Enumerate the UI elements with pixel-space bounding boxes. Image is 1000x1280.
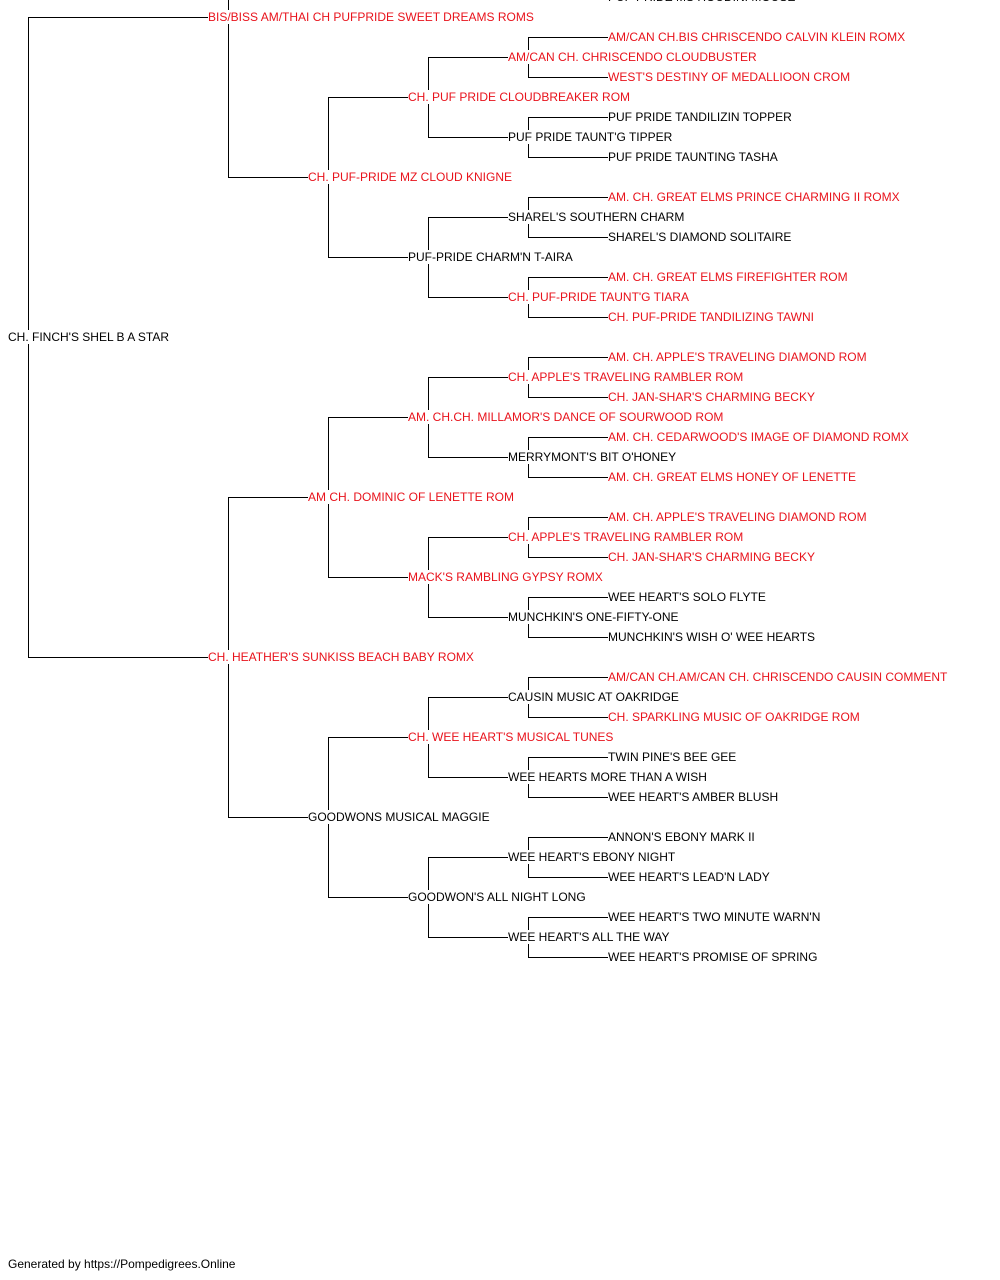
connector-dam [528,877,608,878]
connector-sire [528,837,608,838]
sire-name-gen5: WEE HEART'S TWO MINUTE WARN'N [608,910,822,924]
connector-sire [528,917,608,918]
dam-name-gen5: AM. CH. GREAT ELMS HONEY OF LENETTE [608,470,858,484]
connector-dam [528,77,608,78]
connector-sire [428,217,508,218]
dam-name-gen5: WEE HEART'S AMBER BLUSH [608,790,780,804]
connector-sire [528,277,608,278]
subject-dog-name: CH. FINCH'S SHEL B A STAR [8,330,170,344]
dam-name-gen4: MERRYMONT'S BIT O'HONEY [508,450,678,464]
sire-name-gen5: AM. CH. GREAT ELMS PRINCE CHARMING II RO… [608,190,901,204]
sire-name-gen4: WEE HEART'S EBONY NIGHT [508,850,677,864]
connector-vertical [228,0,229,178]
sire-name-gen3: CH. PUF PRIDE CLOUDBREAKER ROM [408,90,632,104]
sire-name-gen4: CH. APPLE'S TRAVELING RAMBLER ROM [508,370,745,384]
sire-name-gen5: AM. CH. APPLE'S TRAVELING DIAMOND ROM [608,510,868,524]
sire-name-gen3: CH. WEE HEART'S MUSICAL TUNES [408,730,615,744]
dam-name-gen4: WEE HEART'S ALL THE WAY [508,930,671,944]
sire-name-gen5: PUF PRIDE TANDILIZIN TOPPER [608,110,793,124]
connector-dam [528,957,608,958]
dam-name-gen4: PUF PRIDE TAUNT'G TIPPER [508,130,674,144]
dam-name-gen3: PUF-PRIDE CHARM'N T-AIRA [408,250,574,264]
sire-name-gen4: CAUSIN MUSIC AT OAKRIDGE [508,690,680,704]
dam-name-gen4: CH. PUF-PRIDE TAUNT'G TIARA [508,290,690,304]
sire-name-gen5: AM. CH. GREAT ELMS FIREFIGHTER ROM [608,270,849,284]
connector-sire [428,857,508,858]
connector-dam [528,717,608,718]
connector-dam [528,157,608,158]
connector-sire [328,737,408,738]
connector-dam [528,237,608,238]
sire-name-gen5: AM/CAN CH.BIS CHRISCENDO CALVIN KLEIN RO… [608,30,907,44]
connector-dam [428,137,508,138]
dam-name-gen5: SHAREL'S DIAMOND SOLITAIRE [608,230,793,244]
dam-name-gen3: GOODWON'S ALL NIGHT LONG [408,890,587,904]
sire-name-gen2: AM CH. DOMINIC OF LENETTE ROM [308,490,516,504]
connector-dam [428,777,508,778]
connector-sire [228,497,308,498]
connector-dam [28,657,208,658]
sire-name-gen5: TWIN PINE'S BEE GEE [608,750,738,764]
dam-name-gen5: WEE HEART'S LEAD'N LADY [608,870,771,884]
connector-dam [428,617,508,618]
connector-sire [28,17,208,18]
connector-sire [328,97,408,98]
connector-sire [528,437,608,438]
connector-sire [428,537,508,538]
dam-name-gen2: CH. PUF-PRIDE MZ CLOUD KNIGNE [308,170,514,184]
connector-dam [428,457,508,458]
connector-dam [228,177,308,178]
dam-name-gen5: WEE HEART'S PROMISE OF SPRING [608,950,819,964]
footer-credit: Generated by https://Pompedigrees.Online [8,1257,236,1271]
connector-dam [528,637,608,638]
sire-name-gen5: AM/CAN CH.AM/CAN CH. CHRISCENDO CAUSIN C… [608,670,949,684]
connector-dam [228,817,308,818]
connector-dam [528,317,608,318]
connector-dam [328,577,408,578]
dam-name-gen5: CH. PUF-PRIDE TANDILIZING TAWNI [608,310,816,324]
connector-dam [428,937,508,938]
sire-name-gen4: SHAREL'S SOUTHERN CHARM [508,210,686,224]
connector-sire [428,377,508,378]
connector-sire [528,117,608,118]
connector-sire [528,517,608,518]
connector-dam [328,897,408,898]
connector-sire [528,677,608,678]
sire-name-gen1: BIS/BISS AM/THAI CH PUFPRIDE SWEET DREAM… [208,10,535,24]
dam-name-gen5: CH. JAN-SHAR'S CHARMING BECKY [608,390,816,404]
dam-name-gen2: GOODWONS MUSICAL MAGGIE [308,810,491,824]
connector-dam [528,557,608,558]
sire-name-gen4: AM/CAN CH. CHRISCENDO CLOUDBUSTER [508,50,758,64]
connector-dam [528,397,608,398]
connector-dam [328,257,408,258]
sire-name-gen5: ANNON'S EBONY MARK II [608,830,756,844]
dam-name-gen5: PUF PRIDE TAUNTING TASHA [608,150,779,164]
connector-dam [428,297,508,298]
dam-name-gen4: MUNCHKIN'S ONE-FIFTY-ONE [508,610,680,624]
connector-sire [328,417,408,418]
sire-name-gen5: AM. CH. APPLE'S TRAVELING DIAMOND ROM [608,350,868,364]
dam-name-gen5: MUNCHKIN'S WISH O' WEE HEARTS [608,630,817,644]
connector-sire [528,357,608,358]
connector-sire [528,197,608,198]
connector-sire [528,757,608,758]
sire-name-gen5: WEE HEART'S SOLO FLYTE [608,590,767,604]
connector-sire [428,697,508,698]
dam-name-gen5: CH. SPARKLING MUSIC OF OAKRIDGE ROM [608,710,861,724]
sire-name-gen3: AM. CH.CH. MILLAMOR'S DANCE OF SOURWOOD … [408,410,725,424]
dam-name-gen5: PUF-PRIDE MS HOUDINI MOUSE [608,0,797,4]
connector-sire [428,57,508,58]
dam-name-gen4: WEE HEARTS MORE THAN A WISH [508,770,708,784]
dam-name-gen5: WEST'S DESTINY OF MEDALLIOON CROM [608,70,852,84]
connector-dam [528,797,608,798]
sire-name-gen5: AM. CH. CEDARWOOD'S IMAGE OF DIAMOND ROM… [608,430,910,444]
connector-dam [528,477,608,478]
dam-name-gen1: CH. HEATHER'S SUNKISS BEACH BABY ROMX [208,650,475,664]
sire-name-gen4: CH. APPLE'S TRAVELING RAMBLER ROM [508,530,745,544]
connector-sire [528,37,608,38]
connector-sire [528,597,608,598]
dam-name-gen3: MACK'S RAMBLING GYPSY ROMX [408,570,604,584]
dam-name-gen5: CH. JAN-SHAR'S CHARMING BECKY [608,550,816,564]
